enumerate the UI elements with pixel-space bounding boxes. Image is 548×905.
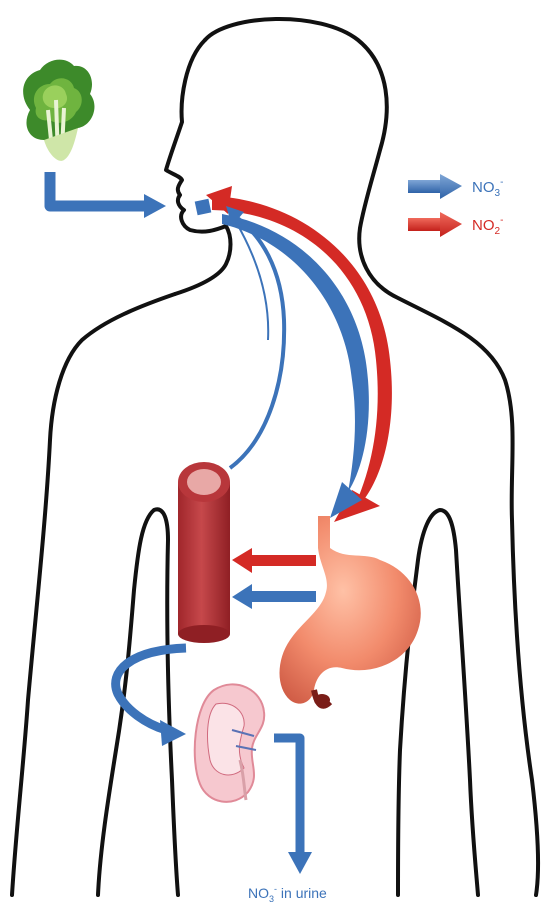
legend-nitrate-arrow <box>408 174 462 199</box>
nitrate-absorption-arrow <box>232 584 316 609</box>
legend-nitrate-label: NO3- <box>472 177 503 199</box>
stomach-to-blood-arrows <box>232 548 316 609</box>
legend: NO3- NO2- <box>408 174 503 237</box>
left-shoulder-arm <box>12 294 175 895</box>
kidney-icon <box>195 684 264 801</box>
nitrite-absorption-arrow <box>232 548 316 573</box>
face-profile <box>166 40 231 294</box>
lettuce-icon <box>23 60 94 161</box>
legend-nitrite-arrow <box>408 212 462 237</box>
left-inner-arm <box>98 509 178 895</box>
body-outline <box>12 19 538 895</box>
urine-label: NO3- in urine <box>248 884 327 904</box>
stomach-icon <box>280 516 421 706</box>
ingestion-arrow <box>50 172 166 218</box>
blood-vessel-icon <box>178 462 230 643</box>
right-inner-arm <box>398 510 478 895</box>
mouth-markers <box>195 199 212 216</box>
kidney-to-urine-arrow <box>274 738 312 874</box>
blood-to-kidney-arrow <box>116 648 186 746</box>
legend-nitrite-label: NO2- <box>472 215 503 237</box>
